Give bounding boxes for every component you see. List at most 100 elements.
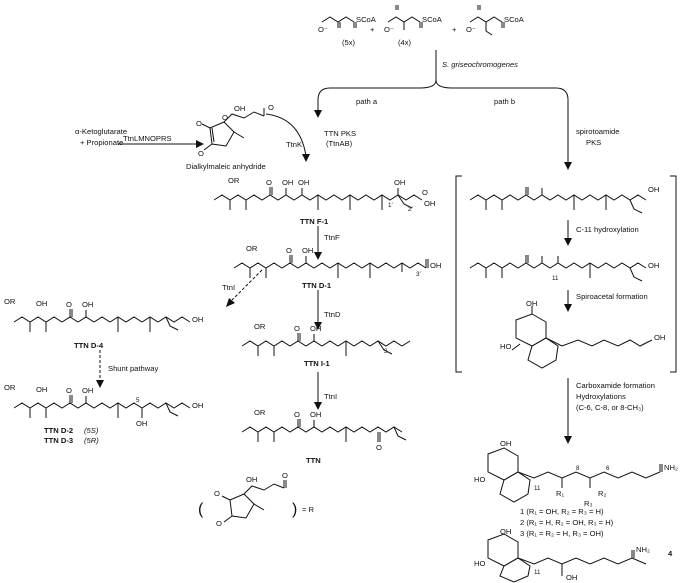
s1-ho: HO [474, 475, 486, 484]
methylmalonyl-count: (4x) [398, 38, 412, 47]
ttn-d1-label: TTN D-1 [302, 281, 332, 290]
ethylmalonyl-coa-structure [469, 5, 505, 36]
carbox-step: Carboxamide formation [576, 381, 655, 390]
spiroacetal-structure [511, 306, 653, 369]
malonyl-coa-structure [321, 16, 357, 28]
f1-c1: 1′ [388, 202, 393, 209]
organism-name: S. griseochromogenes [442, 60, 518, 69]
methylmalonyl-scoa: SCoA [422, 15, 442, 24]
branch-arrows [314, 50, 572, 170]
ttnab-label: (TtnAB) [326, 139, 353, 148]
f1-acid-o: O [422, 188, 428, 197]
malonyl-o-minus: O⁻ [318, 25, 328, 34]
ttn-structure [241, 419, 407, 442]
d2-oh-2: OH [82, 386, 94, 395]
ttnd-label: TtnD [324, 310, 341, 319]
d1-acid-oh: OH [430, 261, 442, 270]
d4-oh-2: OH [82, 300, 94, 309]
s1-r3: R₃ [584, 499, 593, 508]
shunt-label: Shunt pathway [108, 364, 159, 373]
f1-oh-3: OH [394, 178, 406, 187]
compound-3-label: 3 (R₁ = R₂ = H, R₃ = OH) [520, 529, 604, 538]
compound-1-label: 1 (R₁ = OH, R₂ = R₃ = H) [520, 507, 604, 516]
f1-o: O [266, 178, 272, 187]
ttnf-label: TtnF [324, 233, 340, 242]
r-lparen: ( [198, 501, 204, 518]
ttn-i1-label: TTN I-1 [304, 359, 330, 368]
path-b-chain-1 [469, 187, 647, 214]
ttn-d2-label: TTN D-2 [44, 426, 74, 435]
d2-oh-3: OH [136, 419, 148, 428]
s4-n11: 11 [534, 569, 541, 576]
anhydride-o-3: O [198, 149, 204, 158]
ttnk-arrow [265, 113, 307, 157]
r-o-3: O [282, 471, 288, 480]
ttn-i1-structure [241, 333, 411, 356]
methylmalonyl-coa-structure [387, 5, 423, 30]
f1-c2: 2′ [408, 206, 413, 213]
d2-n5: 5 [136, 397, 140, 404]
plus-2: + [452, 25, 457, 34]
d2-oh-1: OH [36, 385, 48, 394]
b2-n11: 11 [552, 275, 559, 282]
r-o-2: O [216, 519, 222, 528]
s1-nh2: NH₂ [664, 463, 678, 472]
anhydride-o: O [222, 113, 228, 122]
hydrox-step: Hydroxylations [576, 392, 626, 401]
ttn-ketone-o: O [376, 443, 382, 452]
spiro-step: Spiroacetal formation [576, 292, 648, 301]
spiro-ho: HO [500, 342, 512, 351]
s4-oh-side: OH [566, 573, 578, 582]
path-b-label: path b [494, 97, 516, 106]
ketoglutarate-label: α-Ketoglutarate [75, 127, 128, 136]
anhydride-name: Dialkylmaleic anhydride [186, 162, 266, 171]
d1-o: O [286, 246, 292, 255]
c11-step: C-11 hydroxylation [576, 225, 639, 234]
b1-acid-oh: OH [648, 185, 660, 194]
spirotoamide-pks-label-2: PKS [586, 138, 602, 147]
hydrox-sites: (C-6, C-8, or 8-CH₃) [576, 403, 644, 412]
ttn-d2-d3-structure [13, 395, 191, 418]
d4-oh-1: OH [36, 299, 48, 308]
spiro-acid-oh: OH [654, 333, 666, 342]
d2-acid-oh: OH [192, 401, 204, 410]
ethylmalonyl-o-minus: O⁻ [466, 25, 476, 34]
ttnlmnoprs-label: TtnLMNOPRS [123, 134, 172, 143]
s4-nh2: NH₂ [636, 545, 650, 554]
ethylmalonyl-scoa: SCoA [504, 15, 524, 24]
anhydride-acid-o: O [268, 103, 274, 112]
anhydride-structure [201, 108, 265, 151]
f1-or: OR [228, 176, 240, 185]
ttn-f1-structure [213, 187, 423, 210]
r-group-structure [221, 480, 287, 523]
ttn-d3-label: TTN D-3 [44, 436, 74, 445]
spiro-oh: OH [526, 299, 538, 308]
s4-oh: OH [500, 527, 512, 536]
f1-oh-2: OH [298, 178, 310, 187]
malonyl-scoa: SCoA [356, 15, 376, 24]
d4-acid-oh: OH [192, 315, 204, 324]
i1-or: OR [254, 322, 266, 331]
ttn-d4-structure [13, 309, 191, 332]
i1-n3: 3 [384, 348, 388, 355]
s1-n11: 11 [534, 485, 541, 492]
methylmalonyl-o-minus: O⁻ [384, 25, 394, 34]
r-rparen: ) [292, 501, 298, 518]
b2-acid-oh: OH [648, 261, 660, 270]
anhydride-oh: OH [234, 104, 246, 113]
malonyl-count: (5x) [342, 38, 356, 47]
i1-oh: OH [310, 324, 322, 333]
ttnk-label: TtnK [286, 140, 303, 149]
s4-ho: HO [474, 559, 486, 568]
path-b-chain-2 [469, 255, 647, 282]
ttn-pks-label: TTN PKS [324, 129, 357, 138]
s1-r2: R₂ [598, 489, 607, 498]
f1-oh-1: OH [282, 178, 294, 187]
ttn-label: TTN [306, 456, 321, 465]
right-bracket [670, 175, 677, 373]
d1-oh: OH [302, 246, 314, 255]
f1-acid-oh: OH [424, 199, 436, 208]
ttni-label: TtnI [324, 392, 338, 401]
path-a-label: path a [356, 97, 378, 106]
